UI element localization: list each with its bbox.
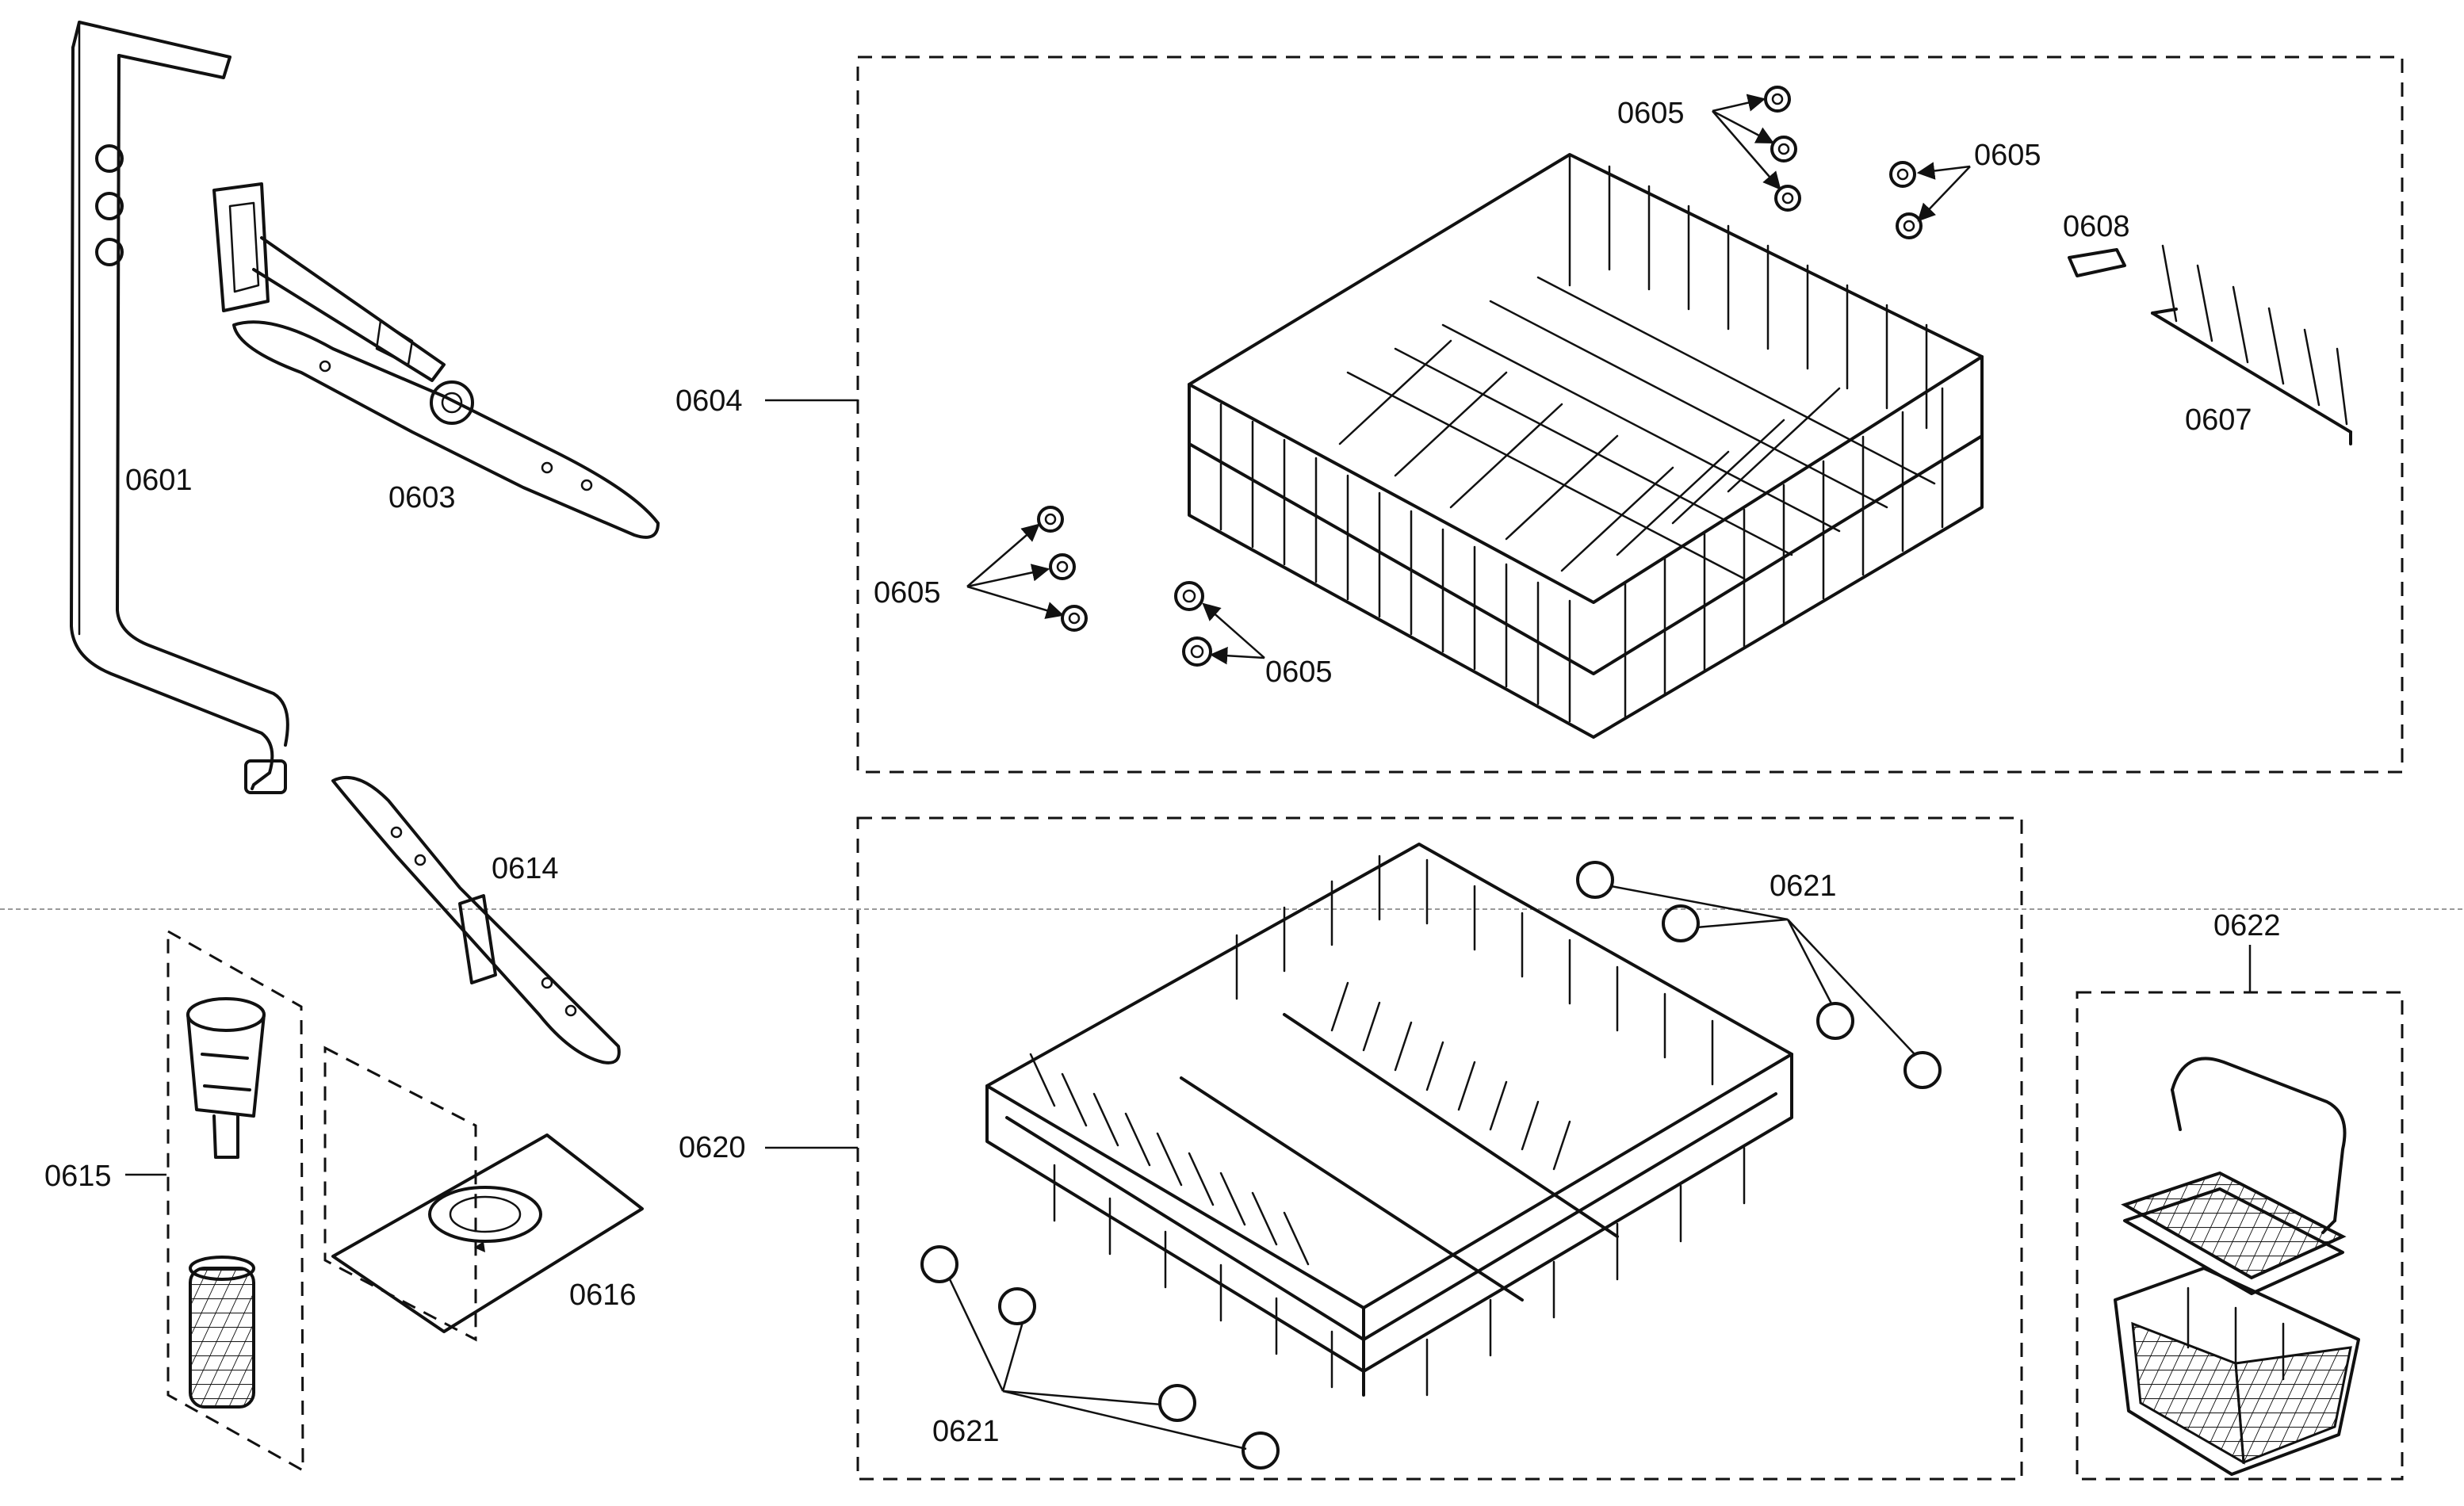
part-0620-lower-rack xyxy=(985,843,1793,1397)
label-0622: 0622 xyxy=(2213,909,2281,942)
box-0622-cutlery-basket xyxy=(2076,991,2404,1481)
box-0620-lower-rack xyxy=(856,816,2023,1481)
label-0616: 0616 xyxy=(569,1279,637,1312)
label-0620: 0620 xyxy=(679,1131,746,1164)
label-0614: 0614 xyxy=(492,852,559,885)
part-0603-upper-spray-arm xyxy=(212,182,660,539)
label-0601: 0601 xyxy=(125,464,193,497)
part-0614-lower-spray-arm xyxy=(331,775,621,1065)
part-0616-filter-plate xyxy=(323,1045,644,1342)
label-0605-d: 0605 xyxy=(1265,656,1333,689)
part-0604-upper-rack xyxy=(1188,153,1984,739)
label-0608: 0608 xyxy=(2063,210,2130,243)
box-0604-upper-rack xyxy=(856,55,2404,774)
leaders-0621 xyxy=(948,885,1915,1451)
label-0605-c: 0605 xyxy=(874,576,941,610)
label-0604: 0604 xyxy=(675,384,743,418)
label-0605-b: 0605 xyxy=(1974,139,2041,172)
label-0621-b: 0621 xyxy=(932,1415,1000,1448)
part-0621-rack-wheels xyxy=(920,861,1942,1470)
part-0607-tine-row xyxy=(2151,244,2352,445)
part-0622-cutlery-basket xyxy=(2114,1057,2360,1476)
part-0608-clip xyxy=(2068,248,2126,277)
part-0601-supply-tube xyxy=(70,21,289,794)
label-0615: 0615 xyxy=(44,1160,112,1193)
part-0615-filter-box xyxy=(166,929,304,1473)
label-0605-a: 0605 xyxy=(1617,97,1685,130)
label-0621-a: 0621 xyxy=(1770,870,1837,903)
leaders-0605 xyxy=(966,94,1971,665)
label-0607: 0607 xyxy=(2185,403,2252,437)
label-0603: 0603 xyxy=(388,481,456,514)
part-0605-rack-clips xyxy=(1037,86,1923,667)
